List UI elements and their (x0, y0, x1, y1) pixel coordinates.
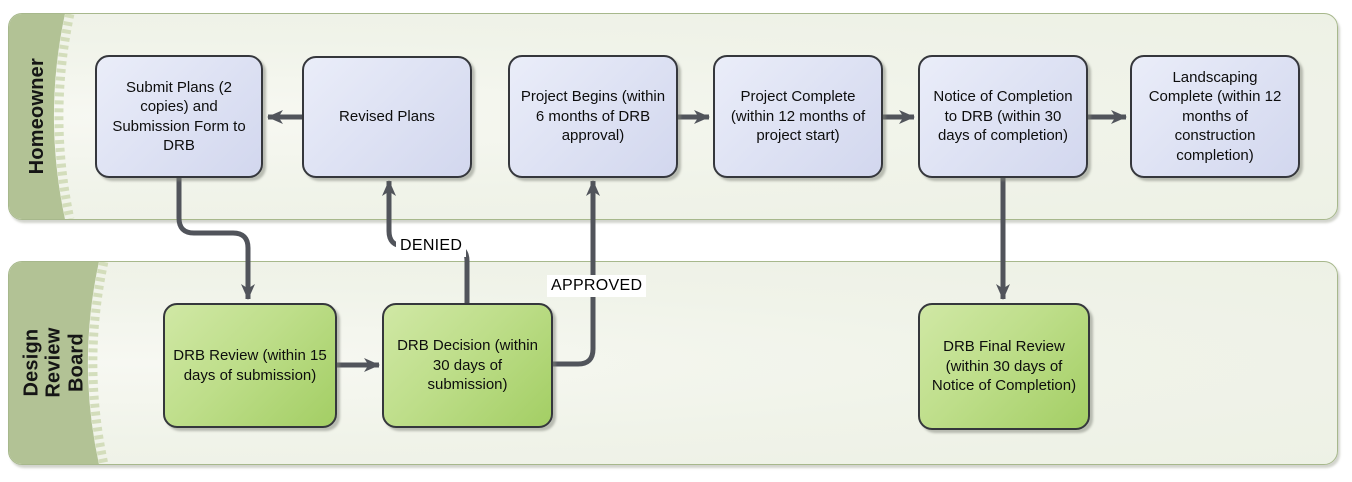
node-project-begins: Project Begins (within 6 months of DRB a… (508, 55, 678, 178)
node-revised-plans-label: Revised Plans (339, 108, 435, 126)
node-project-complete: Project Complete (within 12 months of pr… (713, 55, 883, 178)
edge-label-denied: DENIED (396, 235, 467, 257)
lane-header-drb: Design Review Board (9, 262, 99, 464)
node-landscaping-complete: Landscaping Complete (within 12 months o… (1130, 55, 1300, 178)
node-drb-decision-label: DRB Decision (within 30 days of submissi… (397, 337, 538, 394)
node-landscaping-complete-label: Landscaping Complete (within 12 months o… (1148, 68, 1282, 164)
node-project-complete-label: Project Complete (within 12 months of pr… (730, 88, 866, 145)
node-drb-review-label: DRB Review (within 15 days of submission… (173, 347, 327, 384)
node-submit-plans-label: Submit Plans (2 copies) and Submission F… (112, 78, 246, 155)
lane-header-homeowner: Homeowner (9, 14, 65, 219)
node-submit-plans: Submit Plans (2 copies) and Submission F… (95, 55, 263, 178)
node-drb-decision: DRB Decision (within 30 days of submissi… (382, 303, 553, 428)
edge-label-approved: APPROVED (547, 275, 647, 297)
node-notice-of-completion-label: Notice of Completion to DRB (within 30 d… (933, 88, 1073, 145)
node-revised-plans: Revised Plans (302, 56, 472, 178)
node-drb-final-review: DRB Final Review (within 30 days of Noti… (918, 303, 1090, 430)
node-notice-of-completion: Notice of Completion to DRB (within 30 d… (918, 55, 1088, 178)
lane-label-homeowner: Homeowner (25, 58, 48, 175)
lane-strip-homeowner (9, 14, 75, 219)
node-drb-review: DRB Review (within 15 days of submission… (163, 303, 337, 428)
lane-label-drb: Design Review Board (20, 327, 88, 399)
lane-strip-drb (9, 262, 109, 464)
node-project-begins-label: Project Begins (within 6 months of DRB a… (520, 88, 666, 145)
node-drb-final-review-label: DRB Final Review (within 30 days of Noti… (931, 338, 1077, 395)
